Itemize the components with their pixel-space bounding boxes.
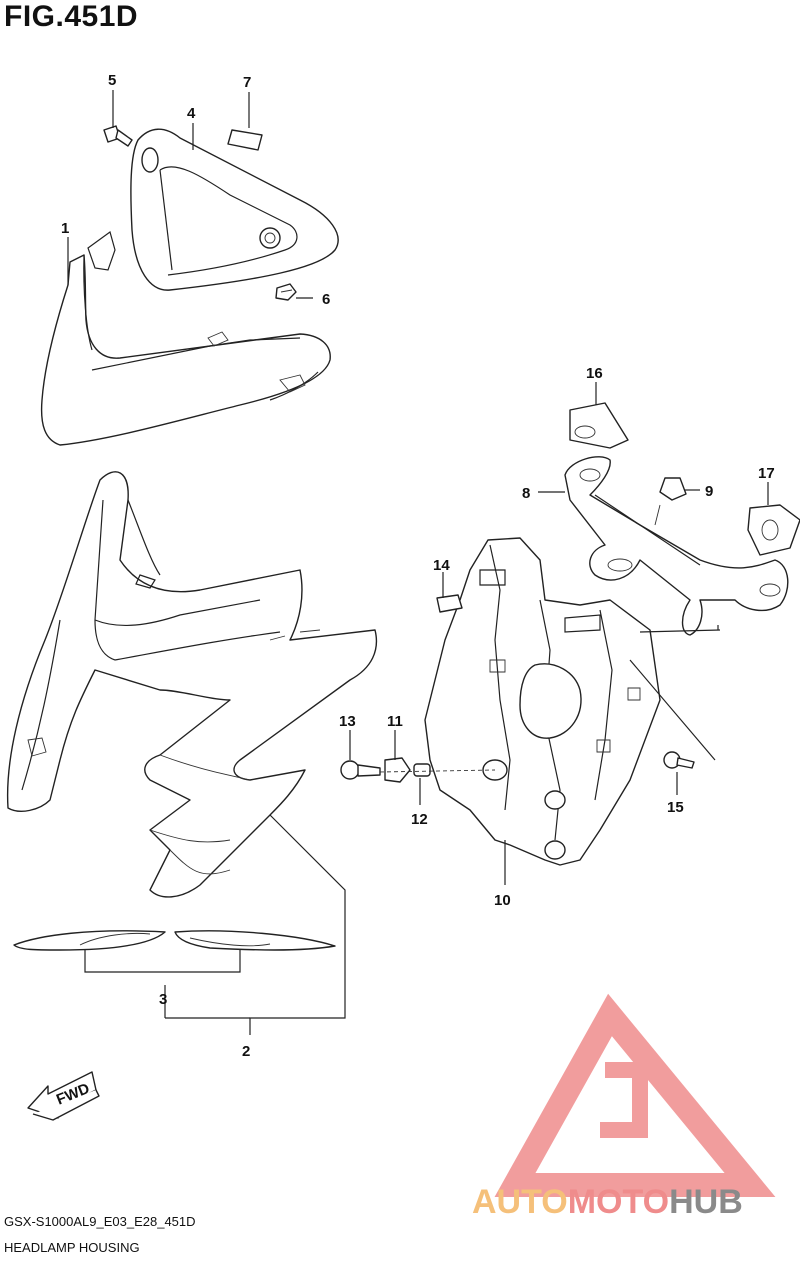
callout-4: 4 [187,105,196,122]
callout-5: 5 [108,72,116,89]
part-4-upper-cover [130,128,339,291]
callout-10: 10 [494,892,511,909]
leader-lines [67,90,769,1035]
part-1-inner-panel [40,231,331,446]
watermark-text: AUTOMOTOHUB [472,1183,743,1221]
callout-6: 6 [322,291,330,308]
part-9-grommet [654,477,687,526]
part-15-screw [663,751,695,769]
callout-1: 1 [61,220,69,237]
part-13-bolt [340,760,381,780]
callout-7: 7 [243,74,251,91]
part-16-bush [569,402,629,449]
callout-13: 13 [339,713,356,730]
watermark-moto: MOTO [568,1183,669,1221]
figure-code: GSX-S1000AL9_E03_E28_451D [4,1214,196,1229]
part-3-trims [13,930,336,951]
callout-14: 14 [433,557,450,574]
watermark-hub: HUB [669,1183,743,1221]
callout-12: 12 [411,811,428,828]
callout-15: 15 [667,799,684,816]
watermark-logo [494,993,776,1197]
part-2-side-cowl [6,471,378,898]
callout-8: 8 [522,485,530,502]
figure-title: FIG.451D [4,0,139,33]
figure-name: HEADLAMP HOUSING [4,1240,140,1255]
part-8-stay [564,456,789,636]
fwd-arrow-icon: FWD [27,1071,100,1121]
assembly-lines [379,769,496,773]
part-12-collar [413,763,431,777]
part-17-bush [747,504,800,556]
callout-16: 16 [586,365,603,382]
part-7-pad [227,129,263,151]
callout-9: 9 [705,483,713,500]
watermark-auto: AUTO [472,1183,568,1221]
part-5-screw [103,125,133,147]
part-14-nut [436,594,463,613]
callout-2: 2 [242,1043,250,1060]
part-10-bracket [424,537,661,866]
part-11-grommet [384,757,411,783]
callout-3: 3 [159,991,167,1008]
part-6-clip [275,283,297,301]
callout-11: 11 [387,713,403,730]
callout-17: 17 [758,465,775,482]
